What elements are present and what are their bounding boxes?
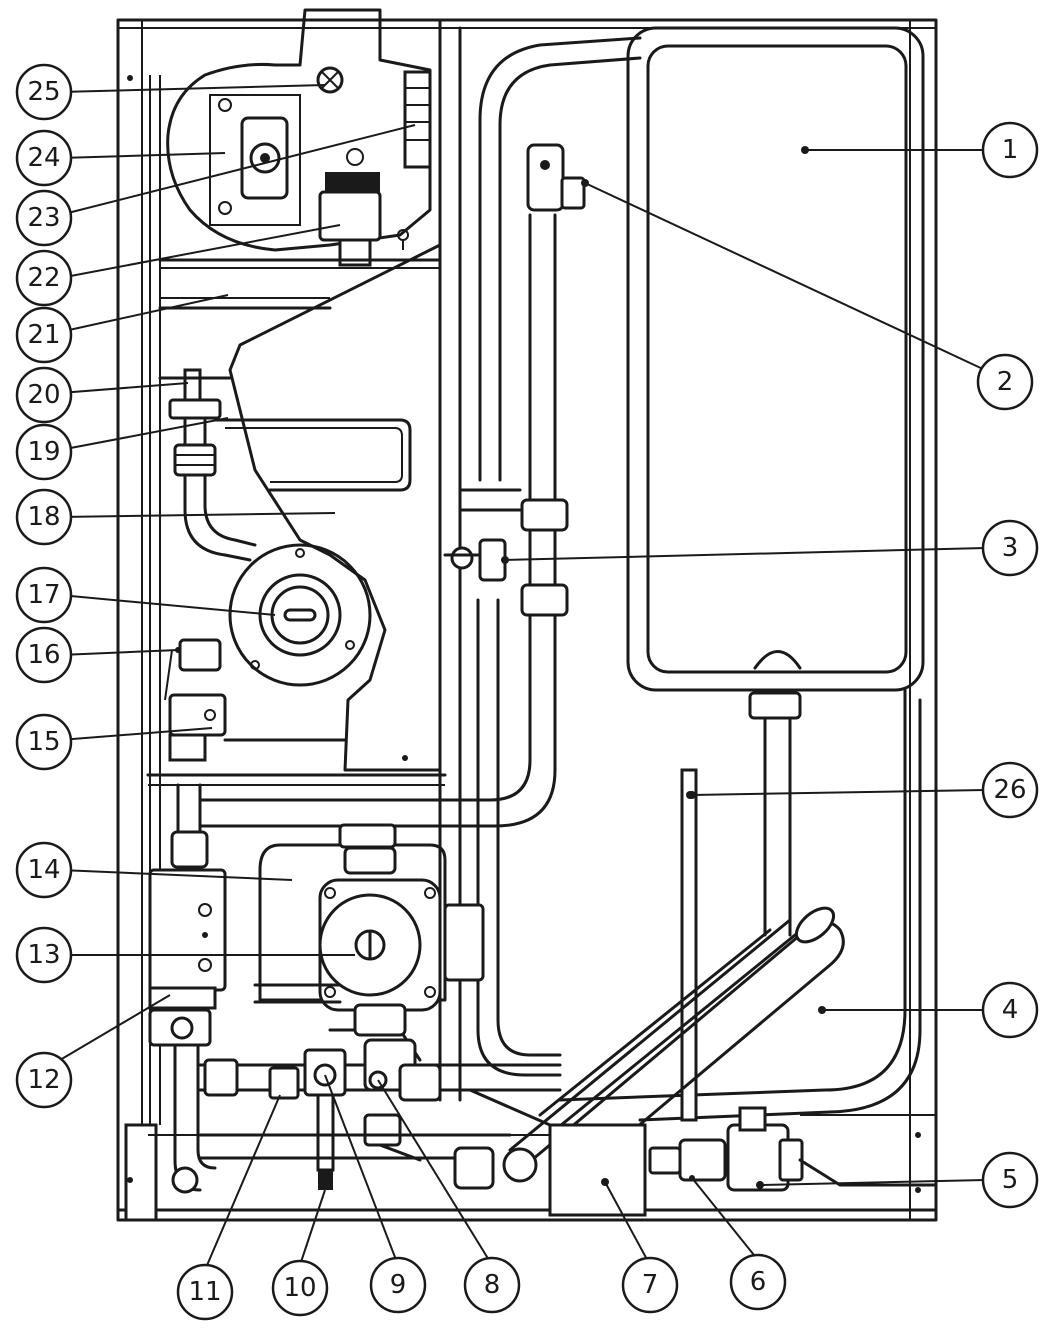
- svg-text:11: 11: [188, 1277, 221, 1307]
- svg-text:19: 19: [27, 437, 60, 467]
- gas-pipe: [158, 368, 257, 562]
- svg-text:15: 15: [27, 727, 60, 757]
- svg-text:25: 25: [27, 77, 60, 107]
- callout-15: 15: [15, 713, 73, 771]
- leader-lines: [59, 84, 986, 1271]
- callout-12: 12: [15, 1051, 73, 1109]
- svg-text:7: 7: [642, 1270, 659, 1300]
- lower-chamber: [558, 688, 922, 1122]
- cabinet-frame: [116, 18, 938, 1222]
- callout-7: 7: [621, 1256, 679, 1314]
- callout-6: 6: [729, 1253, 787, 1311]
- svg-text:20: 20: [27, 380, 60, 410]
- svg-text:17: 17: [27, 580, 60, 610]
- svg-text:13: 13: [27, 940, 60, 970]
- callout-23: 23: [15, 189, 73, 247]
- callout-2: 2: [976, 353, 1034, 411]
- air-vent-valve: [443, 488, 522, 582]
- callout-17: 17: [15, 566, 73, 624]
- heating-flow-pipe: [198, 143, 586, 828]
- svg-text:24: 24: [27, 143, 60, 173]
- callout-14: 14: [15, 841, 73, 899]
- return-pipe-loop: [476, 36, 642, 1077]
- svg-text:26: 26: [993, 775, 1026, 805]
- callout-20: 20: [15, 366, 73, 424]
- bottom-manifold: [198, 1003, 562, 1190]
- callout-11: 11: [176, 1263, 234, 1321]
- plate-heat-exchanger: [548, 1123, 647, 1217]
- callout-1: 1: [981, 121, 1039, 179]
- callout-5: 5: [981, 1151, 1039, 1209]
- svg-text:14: 14: [27, 855, 60, 885]
- svg-text:16: 16: [27, 640, 60, 670]
- svg-text:1: 1: [1002, 135, 1019, 165]
- callout-3: 3: [981, 519, 1039, 577]
- callout-4: 4: [981, 981, 1039, 1039]
- burner: [228, 543, 372, 687]
- svg-text:3: 3: [1002, 533, 1019, 563]
- cold-water-inlet: [648, 1106, 938, 1192]
- circulation-pump: [253, 823, 485, 1012]
- svg-text:9: 9: [390, 1270, 407, 1300]
- svg-text:23: 23: [27, 203, 60, 233]
- expansion-vessel: [626, 26, 925, 937]
- callout-13: 13: [15, 926, 73, 984]
- combustion-chamber: [213, 243, 442, 772]
- callout-9: 9: [369, 1256, 427, 1314]
- callout-8: 8: [463, 1256, 521, 1314]
- callout-26: 26: [981, 761, 1039, 819]
- callout-19: 19: [15, 423, 73, 481]
- callout-25: 25: [15, 63, 73, 121]
- temperature-probe: [680, 768, 698, 1122]
- callout-21: 21: [15, 306, 73, 364]
- gas-valve-block: [148, 868, 227, 1194]
- gas-valve-small: [168, 693, 347, 762]
- svg-text:12: 12: [27, 1065, 60, 1095]
- svg-text:4: 4: [1002, 995, 1019, 1025]
- svg-text:8: 8: [484, 1270, 501, 1300]
- callout-24: 24: [15, 129, 73, 187]
- svg-text:5: 5: [1002, 1165, 1019, 1195]
- svg-text:6: 6: [750, 1267, 767, 1297]
- flow-pipe-left: [170, 783, 209, 869]
- callout-22: 22: [15, 249, 73, 307]
- flue-baffle: [158, 258, 442, 310]
- svg-text:10: 10: [283, 1273, 316, 1303]
- fan-housing: [166, 8, 432, 267]
- svg-text:21: 21: [27, 320, 60, 350]
- callout-10: 10: [271, 1259, 329, 1317]
- svg-text:18: 18: [27, 502, 60, 532]
- ignition-electrode: [164, 638, 222, 701]
- callout-18: 18: [15, 488, 73, 546]
- diagonal-pipes: [508, 906, 845, 1202]
- callout-16: 16: [15, 626, 73, 684]
- svg-text:2: 2: [997, 367, 1014, 397]
- svg-text:22: 22: [27, 263, 60, 293]
